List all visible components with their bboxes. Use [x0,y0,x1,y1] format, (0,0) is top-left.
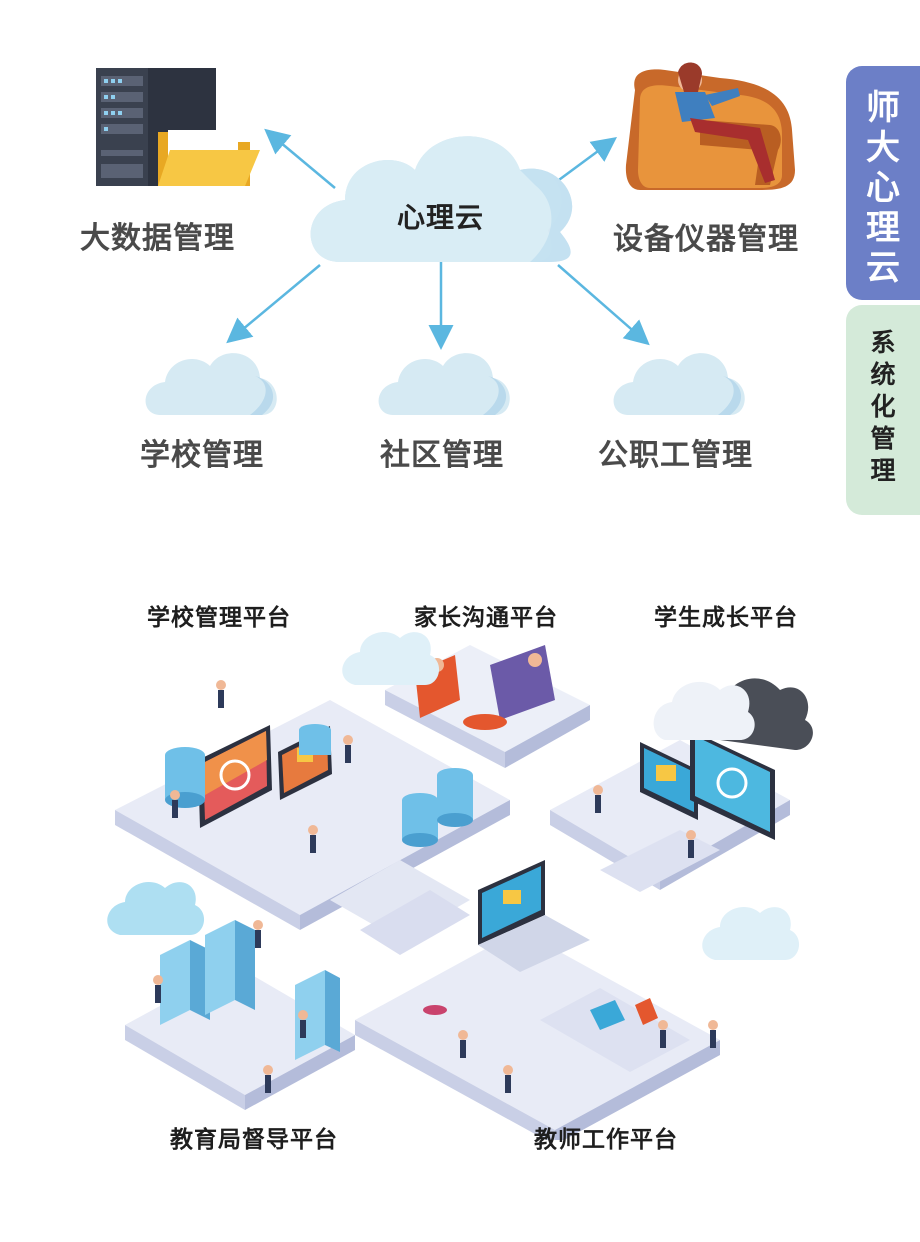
bigdata-label: 大数据管理 [80,221,235,256]
armchair-person-icon [625,62,795,190]
monitor-student-2 [690,730,775,840]
parent-platform-label: 家长沟通平台 [414,605,558,631]
brand-char: 理 [866,208,900,248]
school-mgmt-label: 学校管理 [140,438,264,473]
brand-tab: 师 大 心 理 云 [846,66,920,300]
side-cloud-parent [342,632,440,685]
database-cylinders [165,724,473,847]
center-cloud-label: 心理云 [397,201,485,234]
brand-char: 云 [866,248,900,288]
student-platform-label: 学生成长平台 [654,605,798,631]
subtitle-tab: 系 统 化 管 理 [846,305,920,515]
community-mgmt-label: 社区管理 [380,438,504,473]
subtitle-char: 管 [870,424,896,453]
monitor-large-school [198,725,272,828]
central-cloud [310,136,573,262]
bureau-platform-label: 教育局督导平台 [170,1127,338,1153]
subtitle-char: 统 [870,360,896,389]
server-folder-icon [96,68,260,186]
cloud-dark-student [653,678,813,750]
laptop-teacher [478,860,590,972]
people-figures [153,680,718,1093]
subtitle-char: 理 [870,456,896,485]
lounge-seating [423,998,658,1030]
arrow-to-staff [557,264,650,346]
brand-char: 师 [866,88,900,128]
arrow-to-school [226,264,321,344]
cloud-staff [613,353,745,415]
brand-char: 心 [866,168,900,208]
device-label: 设备仪器管理 [613,222,799,257]
arrow-to-bigdata [264,128,336,189]
subtitle-char: 化 [870,392,896,421]
teacher-platform-label: 教师工作平台 [534,1127,678,1153]
steps [330,860,470,955]
isometric-platform-illustration [107,632,813,1140]
cloud-community [378,353,510,415]
staff-mgmt-label: 公职工管理 [598,438,753,473]
subtitle-char: 系 [870,328,896,357]
side-cloud-left [107,882,205,935]
school-platform-label: 学校管理平台 [147,605,291,631]
cloud-hub-diagram [96,62,795,415]
side-cloud-right [702,907,800,960]
teacher-platform-slab [355,930,720,1140]
brand-char: 大 [866,128,900,168]
cloud-school [145,353,277,415]
monitor-student-1 [640,742,698,820]
